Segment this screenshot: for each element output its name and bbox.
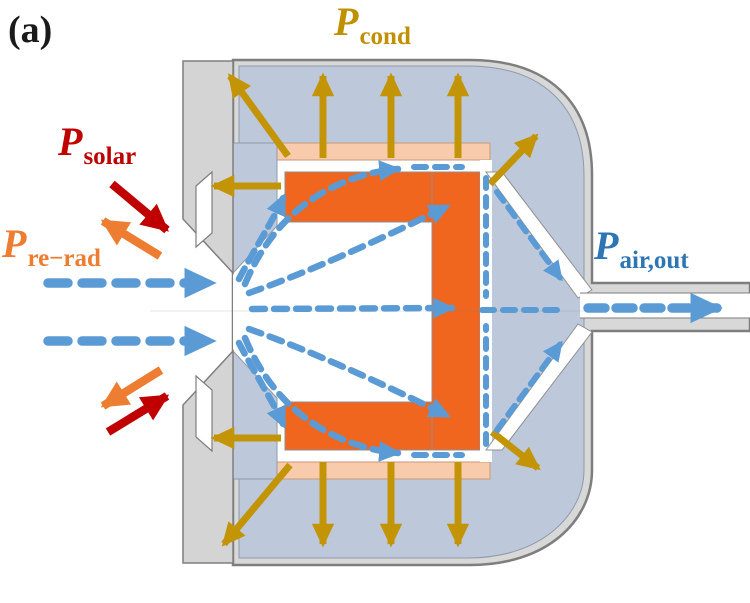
p-airout-subscript: air,out [619, 247, 689, 274]
label-p-cond: Pcond [334, 0, 411, 50]
p-rerad-symbol: P [2, 221, 27, 266]
cond-arrow-upright [487, 133, 539, 187]
p-cond-subscript: cond [359, 23, 411, 50]
streamline-left-up [235, 192, 288, 283]
front-wall-slot-top [195, 170, 213, 249]
cond-arrow-downleft [221, 462, 293, 547]
solar-arrow-bottom [105, 392, 170, 436]
outlet-channel-flow-bottom [494, 340, 564, 433]
streamline-mid-bottom [245, 325, 452, 420]
rerad-arrow-bottom [100, 366, 164, 410]
front-wall-bottom [182, 349, 234, 564]
streamline-left-down [235, 339, 288, 430]
p-cond-symbol: P [334, 0, 359, 44]
conduction-arrows [210, 72, 541, 548]
absorber [284, 171, 481, 451]
front-wall-top [182, 60, 234, 275]
label-p-airout: Pair,out [594, 223, 689, 274]
p-solar-symbol: P [58, 119, 83, 164]
rerad-arrow-top [100, 217, 163, 260]
absorber-top-bar [284, 171, 433, 223]
outlet-channel-flow-top [494, 189, 564, 282]
p-rerad-subscript: re−rad [27, 245, 101, 272]
panel-label: (a) [8, 9, 53, 51]
cond-arrow-upleft [227, 73, 291, 159]
front-wall-slot-bottom [195, 374, 213, 453]
airflow-streamlines [43, 160, 723, 462]
label-p-rerad: Pre−rad [2, 221, 101, 272]
cond-arrow-downright [489, 429, 541, 471]
label-p-solar: Psolar [58, 119, 136, 170]
solar-arrow-top [109, 180, 170, 234]
streamline-over-bottom [241, 334, 402, 462]
p-airout-symbol: P [594, 223, 619, 268]
streamline-mid-top [245, 202, 452, 297]
streamline-over-top [241, 160, 402, 288]
p-solar-subscript: solar [83, 143, 137, 170]
streamline-center [248, 297, 456, 319]
